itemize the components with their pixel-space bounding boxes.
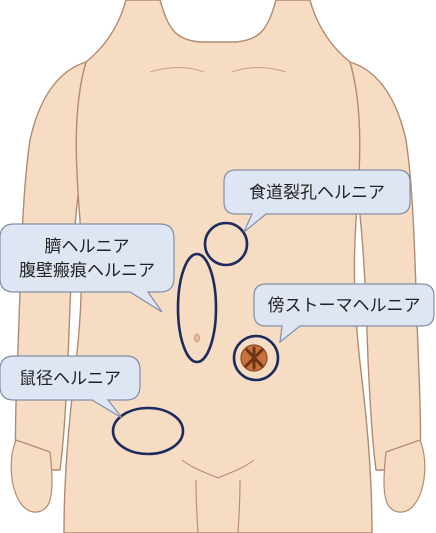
parastomal-hernia-ring bbox=[232, 334, 280, 382]
hiatal-hernia-ring bbox=[203, 221, 249, 267]
navel bbox=[194, 333, 200, 343]
callouts: 食道裂孔ヘルニア 臍ヘルニア 腹壁瘢痕ヘルニア 傍ストーマヘルニア 鼠径ヘルニア bbox=[0, 169, 435, 419]
callout-label-umbilical-line1: 臍ヘルニア bbox=[45, 237, 130, 257]
torso bbox=[63, 0, 373, 533]
umbilical-hernia-ring bbox=[176, 252, 218, 364]
left-leg-line bbox=[195, 479, 199, 533]
inguinal-hernia-ring bbox=[111, 406, 185, 456]
callout-bubble-hiatal bbox=[223, 169, 411, 233]
callout-bubble-parastomal bbox=[253, 283, 435, 344]
callout-label-parastomal: 傍ストーマヘルニア bbox=[268, 296, 421, 316]
callout-label-inguinal: 鼠径ヘルニア bbox=[19, 369, 121, 389]
hernia-rings bbox=[111, 221, 280, 456]
right-hand bbox=[383, 439, 426, 513]
callout-bubble-inguinal bbox=[0, 355, 141, 419]
callout-bubble-umbilical bbox=[0, 223, 175, 313]
groin-line bbox=[181, 459, 255, 479]
callout-label-umbilical-line2: 腹壁瘢痕ヘルニア bbox=[19, 261, 155, 281]
left-clavicle bbox=[149, 66, 205, 73]
right-clavicle bbox=[231, 66, 287, 73]
right-leg-line bbox=[237, 479, 241, 533]
left-hand bbox=[10, 439, 53, 513]
callout-label-hiatal: 食道裂孔ヘルニア bbox=[249, 183, 385, 203]
stoma-cross-icon bbox=[244, 346, 264, 370]
